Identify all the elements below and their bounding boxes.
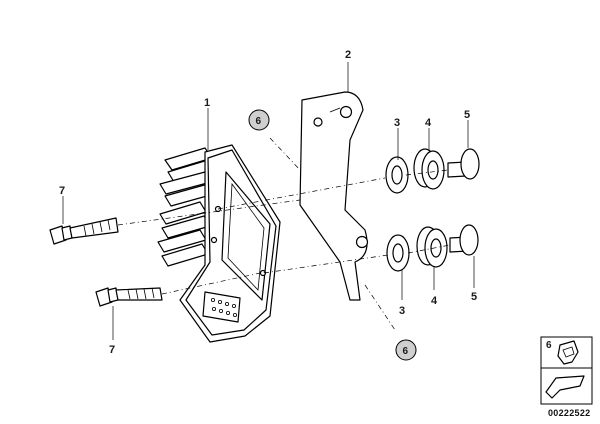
label-part-4-top: 4: [425, 117, 432, 129]
label-part-7-bottom: 7: [109, 344, 115, 356]
rubber-grommet-top: [413, 148, 445, 190]
assembly-center-lines: [117, 137, 451, 331]
label-part-5-bottom: 5: [471, 291, 477, 303]
label-part-2: 2: [345, 49, 351, 61]
panel-icon: [545, 375, 585, 399]
hex-bolt-lower: [95, 287, 163, 307]
legend-label-6: 6: [546, 340, 552, 351]
label-part-6-bottom: 6: [395, 339, 417, 361]
rubber-grommet-bottom: [416, 226, 448, 268]
resistor-heatsink-unit: [157, 144, 281, 343]
svg-text:6: 6: [256, 116, 262, 127]
label-part-1: 1: [204, 97, 210, 109]
diagram-reference-number: 00222522: [548, 408, 590, 418]
label-part-4-bottom: 4: [431, 295, 438, 307]
label-part-3-bottom: 3: [399, 305, 405, 317]
svg-text:6: 6: [403, 346, 409, 357]
cable-clip-icon: [557, 340, 579, 365]
label-part-7-top: 7: [59, 185, 65, 197]
stud-bolt-bottom: [449, 224, 479, 256]
leader-lines: [62, 62, 475, 340]
rubber-washer-bottom: [386, 234, 410, 272]
legend-box: 6: [540, 336, 593, 405]
mounting-bracket: [299, 91, 369, 301]
hex-bolt-upper: [49, 217, 119, 245]
stud-bolt-top: [447, 148, 480, 180]
rubber-washer-top: [385, 156, 409, 194]
label-part-5-top: 5: [464, 109, 470, 121]
label-part-3-top: 3: [394, 117, 400, 129]
label-part-6-top: 6: [248, 109, 270, 131]
